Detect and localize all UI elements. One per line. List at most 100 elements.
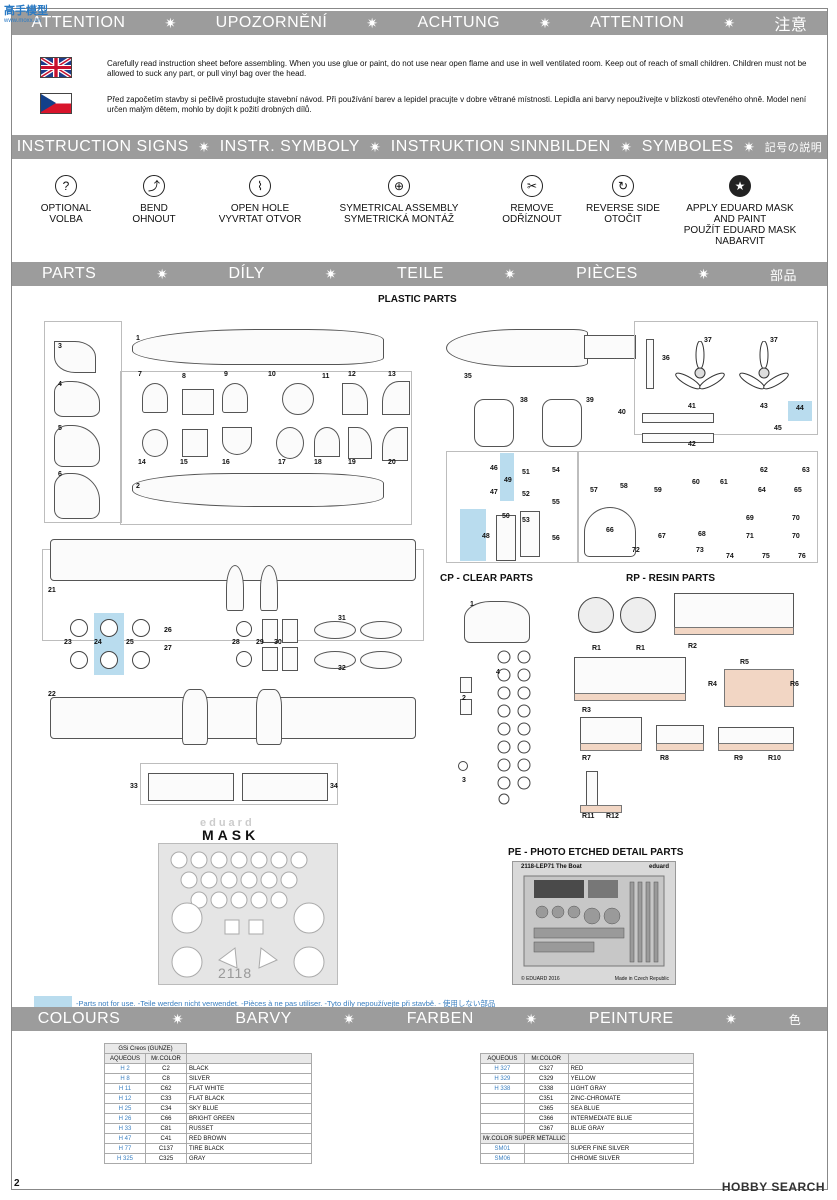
part-41	[642, 413, 714, 423]
pn-20: 20	[388, 459, 396, 466]
parts-en: PARTS	[41, 265, 97, 282]
legend-note: -Parts not for use. -Teile werden nicht …	[76, 999, 496, 1008]
sign-hole-en: OPEN HOLE	[230, 203, 290, 214]
resin-seats-r2	[674, 593, 794, 629]
pn-54: 54	[552, 467, 560, 474]
pn-53: 53	[522, 517, 530, 524]
part-15	[182, 429, 208, 457]
float-strut-right	[260, 565, 278, 611]
part-23a	[70, 619, 88, 637]
metallic-caption: Mr.COLOR SUPER METALLIC	[480, 1133, 569, 1144]
pn-75: 75	[762, 553, 770, 560]
pn-68: 68	[698, 531, 706, 538]
pe-brand: eduard	[648, 864, 669, 870]
instruction-sheet: ATTENTION✷ UPOZORNĚNÍ✷ ACHTUNG✷ ATTENTIO…	[11, 8, 828, 1190]
question-icon: ?	[55, 175, 77, 197]
attention-en: ATTENTION	[31, 14, 126, 31]
attention-fr: ATTENTION	[590, 14, 685, 31]
pn-59: 59	[654, 487, 662, 494]
pn-32: 32	[338, 665, 346, 672]
part-6	[54, 473, 100, 519]
pn-10: 10	[268, 371, 276, 378]
mask-sheet	[158, 843, 338, 985]
pn-19: 19	[348, 459, 356, 466]
part-24a	[100, 619, 118, 637]
unused-part-44	[788, 401, 812, 421]
part-25a	[132, 619, 150, 637]
part-23b	[70, 651, 88, 669]
part-17	[276, 427, 304, 459]
pn-13: 13	[388, 371, 396, 378]
pn-38: 38	[520, 397, 528, 404]
resin-r11	[586, 771, 598, 807]
pn-37b: 37	[770, 337, 778, 344]
resin-pn-r4: R4	[708, 681, 717, 688]
mask-icon: ★	[729, 175, 751, 197]
resin-parts	[566, 591, 816, 821]
part-5	[54, 425, 100, 467]
unused-part-48	[460, 509, 486, 561]
pn-63: 63	[802, 467, 810, 474]
pn-9: 9	[224, 371, 228, 378]
clear-parts-title: CP - CLEAR PARTS	[440, 573, 533, 584]
sign-remove: ✂ REMOVE ODŘÍZNOUT	[492, 175, 572, 225]
resin-pn-r8: R8	[660, 755, 669, 762]
part-39	[542, 399, 582, 447]
drill-icon: ⌇	[249, 175, 271, 197]
sprue-right	[446, 321, 818, 563]
part-53	[520, 511, 540, 557]
sign-reverse-cz: OTOČIT	[604, 214, 642, 225]
pn-39: 39	[586, 397, 594, 404]
mask-title: MASK	[202, 827, 260, 843]
pn-64: 64	[758, 487, 766, 494]
part-7	[142, 383, 168, 413]
resin-pn-r1b: R1	[636, 645, 645, 652]
pn-62: 62	[760, 467, 768, 474]
resin-pn-r11: R11	[582, 813, 595, 820]
part-18	[314, 427, 340, 457]
pn-4: 4	[58, 381, 62, 388]
nacelle-right	[256, 689, 282, 745]
pn-18: 18	[314, 459, 322, 466]
pn-12: 12	[348, 371, 356, 378]
sign-mask-l1: APPLY EDUARD MASK	[686, 203, 794, 214]
pn-37a: 37	[704, 337, 712, 344]
clear-pn-4: 4	[496, 669, 500, 676]
part-29b	[262, 647, 278, 671]
resin-r8	[656, 725, 704, 745]
resin-pn-r5: R5	[740, 659, 749, 666]
resin-engine-left	[578, 597, 614, 633]
pn-51: 51	[522, 469, 530, 476]
sign-bend-en: BEND	[140, 203, 168, 214]
pn-66: 66	[606, 527, 614, 534]
bend-icon: ⤴	[143, 175, 165, 197]
warning-english: Carefully read instruction sheet before …	[107, 59, 807, 78]
part-9	[222, 383, 248, 413]
propeller-right-icon	[736, 340, 792, 397]
clear-part-3	[458, 761, 468, 771]
pn-26: 26	[164, 627, 172, 634]
wing-lower	[50, 697, 416, 739]
clear-part-2a	[460, 677, 472, 693]
part-14	[142, 429, 168, 457]
watermark-bottom-right: HOBBY SEARCH	[721, 1180, 825, 1194]
pn-43: 43	[760, 403, 768, 410]
part-30b	[282, 647, 298, 671]
parts-fr: PIÈCES	[576, 265, 638, 282]
aqueous-header-right: AQUEOUS	[480, 1053, 525, 1064]
unused-part-49	[500, 453, 514, 501]
resin-pn-r3: R3	[582, 707, 591, 714]
mrcolor-header-right: Mr.COLOR	[523, 1053, 569, 1064]
warning-czech: Před započetím stavby si pečlivě prostud…	[107, 95, 807, 114]
resin-pn-r10: R10	[768, 755, 781, 762]
pn-14: 14	[138, 459, 146, 466]
pn-27: 27	[164, 645, 172, 652]
pn-17: 17	[278, 459, 286, 466]
sign-reverse: ↻ REVERSE SIDE OTOČIT	[578, 175, 668, 225]
clear-pn-1: 1	[470, 601, 474, 608]
